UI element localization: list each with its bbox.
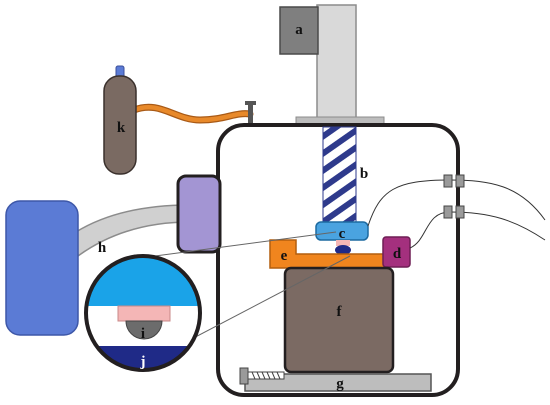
feedthrough-1b bbox=[455, 174, 465, 188]
probe-ball bbox=[335, 245, 351, 255]
zoom-line-top bbox=[139, 231, 337, 259]
label-b: b bbox=[360, 166, 368, 182]
label-c: c bbox=[339, 226, 346, 242]
probe-sample bbox=[336, 240, 350, 246]
leveling-screw bbox=[247, 371, 285, 380]
zoom-ball bbox=[125, 320, 163, 340]
label-k: k bbox=[117, 120, 126, 136]
gas-line bbox=[131, 104, 253, 123]
label-h: h bbox=[98, 240, 107, 256]
motor-block bbox=[279, 6, 319, 55]
label-j: j bbox=[140, 354, 146, 370]
vacuum-pump bbox=[5, 200, 79, 336]
feedthrough-2a bbox=[443, 205, 453, 219]
support-block bbox=[283, 266, 395, 374]
label-i: i bbox=[141, 326, 145, 342]
label-f: f bbox=[337, 304, 343, 320]
label-g: g bbox=[336, 376, 344, 392]
drive-column bbox=[316, 4, 357, 119]
lead-screw bbox=[322, 126, 357, 226]
feedthrough-2b bbox=[455, 205, 465, 219]
zoom-ring bbox=[84, 254, 202, 372]
feedthrough-1a bbox=[443, 174, 453, 188]
label-d: d bbox=[393, 246, 402, 262]
leveling-screw-head bbox=[239, 367, 249, 385]
gas-valve-stem bbox=[248, 104, 253, 124]
gas-valve-handle bbox=[245, 101, 256, 105]
gas-cylinder bbox=[103, 75, 137, 175]
sensor-connector bbox=[382, 236, 411, 268]
leveling-screw-thread bbox=[251, 371, 281, 380]
label-e: e bbox=[281, 248, 288, 264]
pump-flange bbox=[176, 174, 222, 254]
vacuum-hose bbox=[75, 204, 191, 258]
zoom-sample bbox=[117, 305, 171, 322]
label-a: a bbox=[295, 22, 303, 38]
